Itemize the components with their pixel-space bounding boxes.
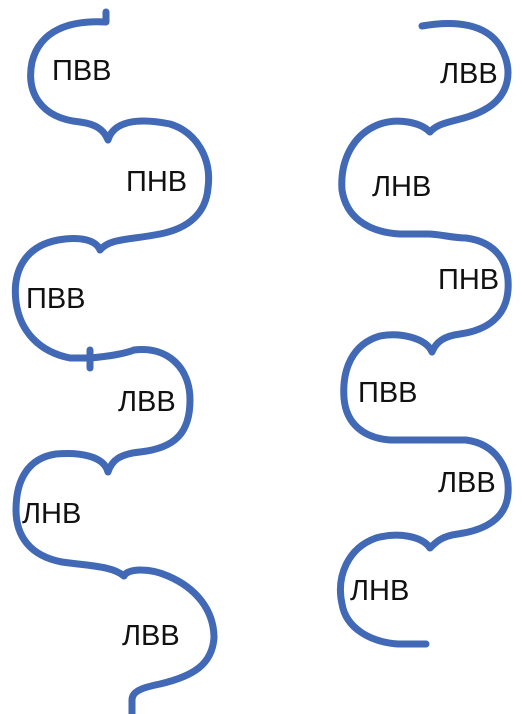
left-label-4: ЛВВ [118,386,176,418]
left-curve-3 [12,346,194,514]
left-chain: ПВВ ПНВ ПВВ ЛВВ ЛНВ ЛВВ [11,8,218,714]
right-chain: ЛВВ ЛНВ ПНВ ПВВ ЛВВ ЛНВ [337,20,512,648]
right-label-2: ЛНВ [372,171,431,203]
left-curve-1 [27,8,213,192]
left-label-5: ЛНВ [22,498,81,530]
left-curve-2 [11,184,212,362]
right-curve-1 [338,20,512,238]
left-label-2: ПНВ [126,166,187,198]
left-label-3: ПВВ [26,283,86,315]
right-label-4: ПВВ [358,377,418,409]
right-label-1: ЛВВ [440,58,498,90]
left-curve-4 [12,506,218,714]
left-label-6: ЛВВ [122,620,180,652]
right-label-5: ЛВВ [438,467,496,499]
right-label-3: ПНВ [438,264,499,296]
left-label-1: ПВВ [52,55,112,87]
right-label-6: ЛНВ [350,575,409,607]
right-curve-3 [337,436,512,648]
right-curve-2 [340,230,512,444]
